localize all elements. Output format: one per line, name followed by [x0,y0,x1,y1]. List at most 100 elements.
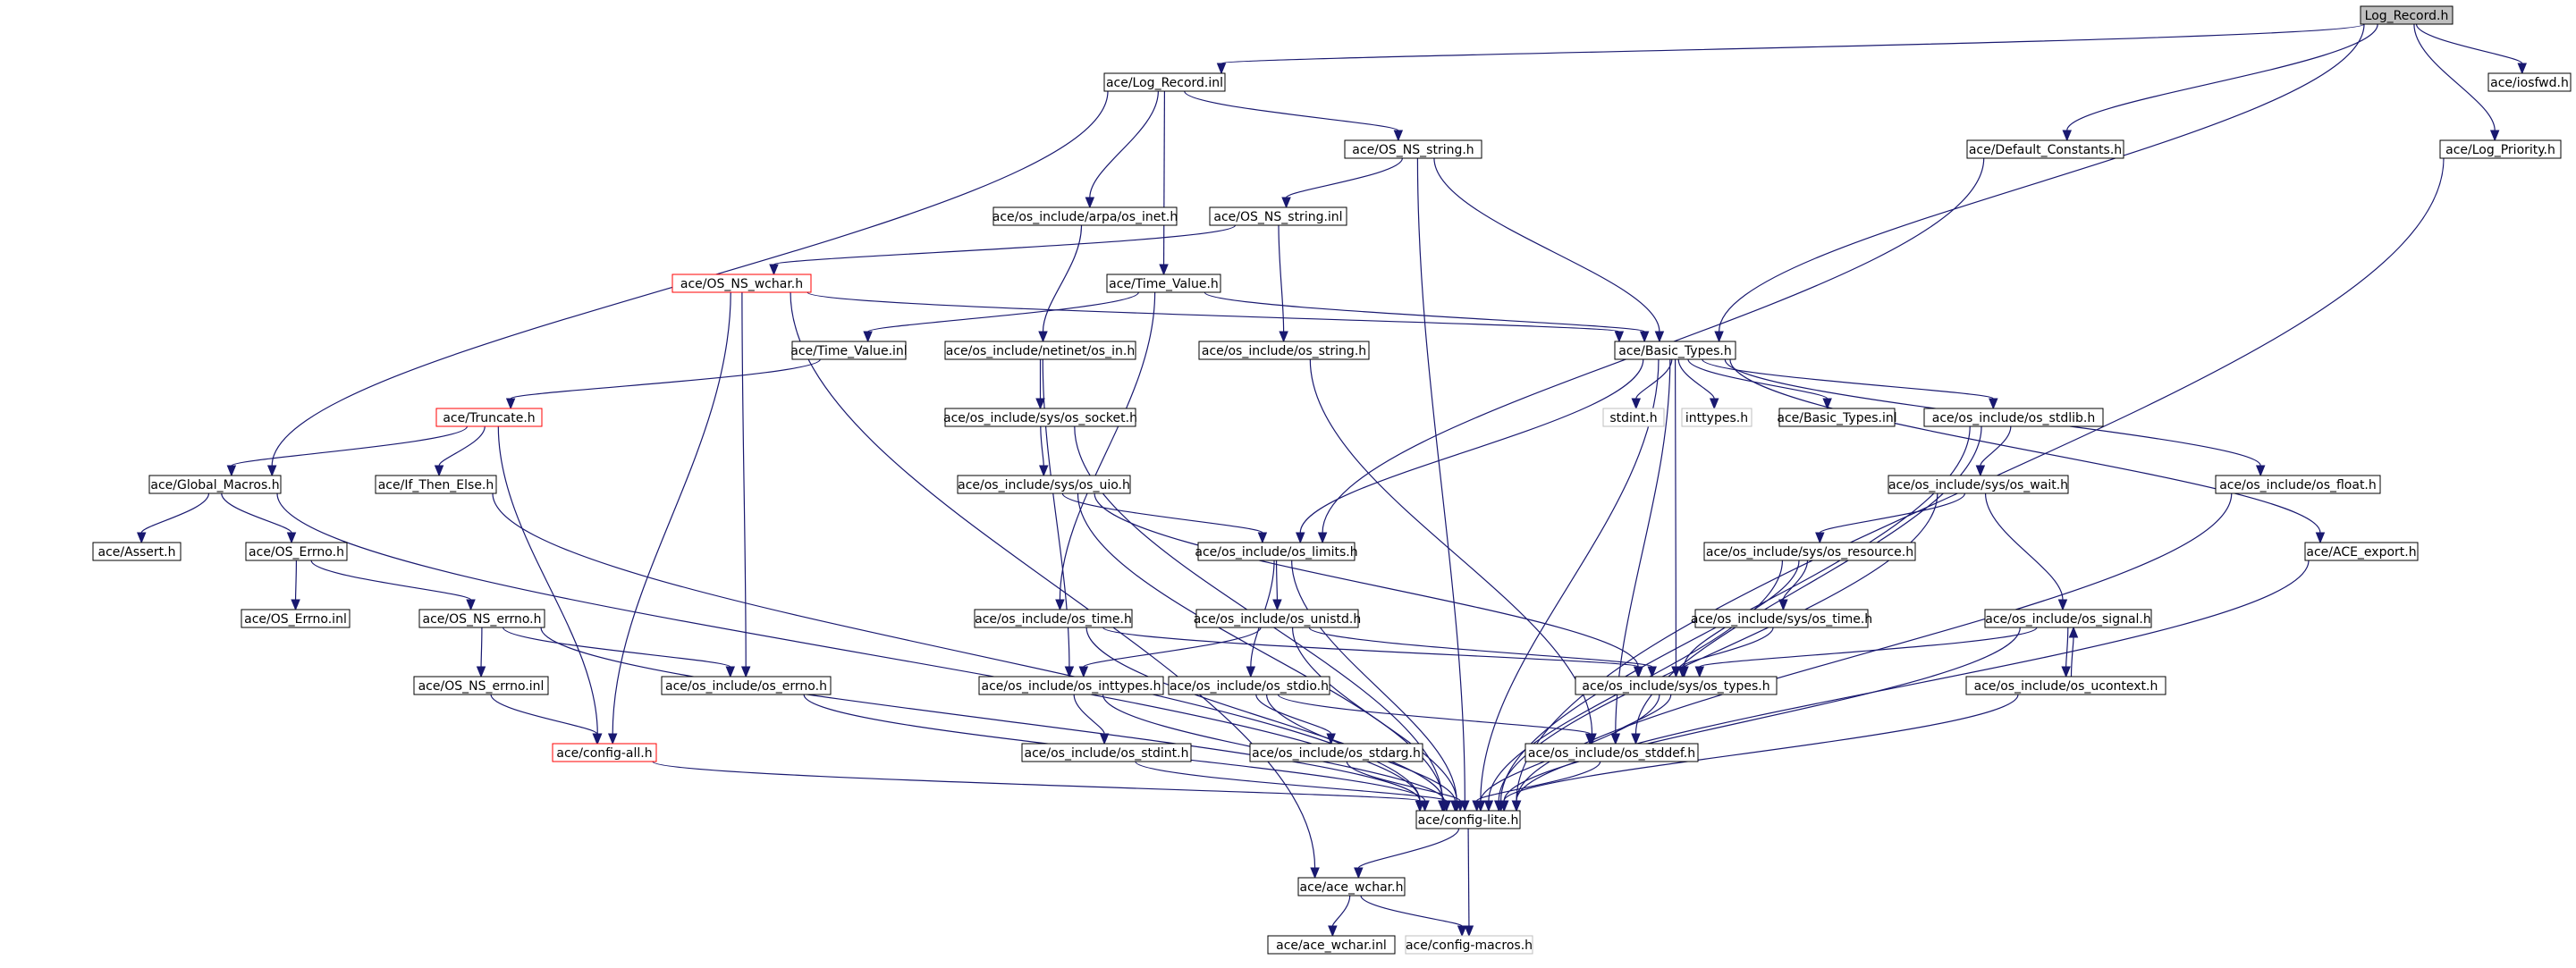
edge-line [1291,560,1457,802]
node-config-lite-h[interactable]: ace/config-lite.h [1415,810,1521,829]
node-os-ucontext-h[interactable]: ace/os_include/os_ucontext.h [1965,676,2166,695]
node-os-stdlib-h[interactable]: ace/os_include/os_stdlib.h [1923,408,2104,427]
node-inc-os-errno-h[interactable]: ace/os_include/os_errno.h [661,676,832,695]
edge-os-ucontext-h-to-config-lite-h [1499,694,2019,812]
edge-os-ns-string-h-to-config-lite-h [1416,157,1470,812]
edge-arrowhead [725,666,736,678]
edge-line [2413,23,2496,131]
edge-line [1040,425,1044,467]
node-os-time-h[interactable]: ace/os_include/os_time.h [974,609,1133,628]
node-box [1614,341,1736,360]
edge-arrowhead [1654,331,1665,343]
edge-os-ns-errno-h-to-inc-os-errno-h [503,627,736,678]
edge-arrowhead [1472,800,1482,812]
edge-os-limits-h-to-os-unistd-h [1272,560,1282,611]
edge-line [2065,627,2069,668]
edge-arrowhead [1639,331,1650,343]
node-truncate-h[interactable]: ace/Truncate.h [435,408,543,427]
edge-line [1782,560,1809,601]
node-label: ace/os_include/os_limits.h [1195,545,1357,560]
edge-line [652,761,1421,802]
edge-arrowhead [1694,666,1705,678]
node-assert-h[interactable]: ace/Assert.h [92,542,182,561]
node-os-unistd-h[interactable]: ace/os_include/os_unistd.h [1194,609,1361,628]
node-iosfwd-h[interactable]: ace/iosfwd.h [2487,72,2572,92]
node-os-errno-h-ace[interactable]: ace/OS_Errno.h [245,542,348,561]
node-os-ns-errno-h[interactable]: ace/OS_NS_errno.h [418,609,545,628]
node-os-float-h[interactable]: ace/os_include/os_float.h [2215,475,2381,494]
node-config-all-h[interactable]: ace/config-all.h [552,743,657,762]
node-os-stdio-h[interactable]: ace/os_include/os_stdio.h [1168,676,1330,695]
node-label: ace/os_include/os_string.h [1202,344,1366,358]
node-box [1344,139,1482,159]
node-basic-types-h[interactable]: ace/Basic_Types.h [1614,341,1736,360]
edge-arrowhead [1038,331,1048,343]
node-layer: Log_Record.h ace/Log_Record.inl ace/iosfwd… [92,5,2572,955]
node-label: ace/OS_NS_string.inl [1213,210,1342,224]
node-log-record-inl[interactable]: ace/Log_Record.inl [1103,72,1226,92]
node-if-then-else-h[interactable]: ace/If_Then_Else.h [375,475,497,494]
node-time-value-h[interactable]: ace/Time_Value.h [1106,274,1221,293]
edge-arrowhead [476,666,486,678]
edge-truncate-h-to-global-macros-h [226,425,469,477]
node-ace-export-h[interactable]: ace/ACE_export.h [2304,542,2419,561]
node-os-inttypes-h[interactable]: ace/os_include/os_inttypes.h [978,676,1164,695]
node-global-macros-h[interactable]: ace/Global_Macros.h [148,475,282,494]
edge-arrowhead [1085,197,1095,209]
node-basic-types-inl[interactable]: ace/Basic_Types.inl [1777,408,1897,427]
node-ace-wchar-inl[interactable]: ace/ace_wchar.inl [1267,935,1396,955]
node-os-ns-string-h[interactable]: ace/OS_NS_string.h [1344,139,1482,159]
node-os-limits-h[interactable]: ace/os_include/os_limits.h [1195,542,1358,561]
node-os-ns-wchar-h[interactable]: ace/OS_NS_wchar.h [671,274,812,293]
node-sys-socket-h[interactable]: ace/os_include/sys/os_socket.h [943,408,1137,427]
edge-sys-types-h-to-os-stddef-h [1610,694,1672,745]
edge-arrowhead [1064,666,1075,678]
node-box [1888,475,2069,494]
node-sys-resource-h[interactable]: ace/os_include/sys/os_resource.h [1703,542,1916,561]
node-box [944,408,1136,427]
node-label: ace/os_include/netinet/os_in.h [946,344,1135,358]
node-sys-types-h[interactable]: ace/os_include/sys/os_types.h [1575,676,1778,695]
node-ace-wchar-h[interactable]: ace/ace_wchar.h [1297,877,1406,896]
edge-arrowhead [1455,800,1465,812]
node-sys-wait-h[interactable]: ace/os_include/sys/os_wait.h [1888,475,2069,494]
node-label: ace/Basic_Types.inl [1777,411,1896,425]
node-os-ns-string-inl[interactable]: ace/OS_NS_string.inl [1209,206,1347,226]
edge-line [1433,157,1660,332]
node-label: ace/Log_Priority.h [2445,143,2555,157]
node-sys-time-h[interactable]: ace/os_include/sys/os_time.h [1691,609,1872,628]
node-default-constants-h[interactable]: ace/Default_Constants.h [1966,139,2124,159]
edge-arrowhead [1441,800,1451,812]
node-label: ace/os_include/arpa/os_inet.h [992,210,1178,224]
node-label: stdint.h [1609,411,1657,425]
edge-arrowhead [1584,733,1595,745]
edge-line [1467,828,1470,927]
node-label: ace/os_include/os_errno.h [665,679,827,694]
node-log-priority-h[interactable]: ace/Log_Priority.h [2439,139,2562,159]
edge-os-stdlib-h-to-os-stddef-h [1631,425,1982,745]
node-log-record-h[interactable]: Log_Record.h [2360,5,2454,25]
node-time-value-inl[interactable]: ace/Time_Value.inl [790,341,908,360]
node-os-signal-h[interactable]: ace/os_include/os_signal.h [1984,609,2152,628]
node-os-errno-inl[interactable]: ace/OS_Errno.inl [241,609,351,628]
node-sys-uio-h[interactable]: ace/os_include/sys/os_uio.h [957,475,1131,494]
edge-line [1042,224,1083,332]
edge-arrowhead [291,599,300,611]
node-netinet-in-h[interactable]: ace/os_include/netinet/os_in.h [944,341,1136,360]
edge-arrowhead [466,599,476,611]
edge-arrowhead [1614,331,1625,343]
node-arpa-inet-h[interactable]: ace/os_include/arpa/os_inet.h [992,206,1178,226]
edge-arrowhead [1354,867,1364,880]
node-box [661,676,832,695]
node-os-stddef-h[interactable]: ace/os_include/os_stddef.h [1524,743,1699,762]
node-os-ns-errno-inl[interactable]: ace/OS_NS_errno.inl [413,676,549,695]
node-box [944,341,1136,360]
node-os-string-h[interactable]: ace/os_include/os_string.h [1198,341,1370,360]
node-os-stdarg-h[interactable]: ace/os_include/os_stdarg.h [1249,743,1423,762]
edge-truncate-h-to-if-then-else-h [434,425,486,477]
node-box [1021,743,1192,762]
node-label: ace/Truncate.h [443,411,535,425]
edge-arrowhead [592,733,602,745]
node-os-stdint-h[interactable]: ace/os_include/os_stdint.h [1021,743,1192,762]
edge-line [1059,291,1156,601]
